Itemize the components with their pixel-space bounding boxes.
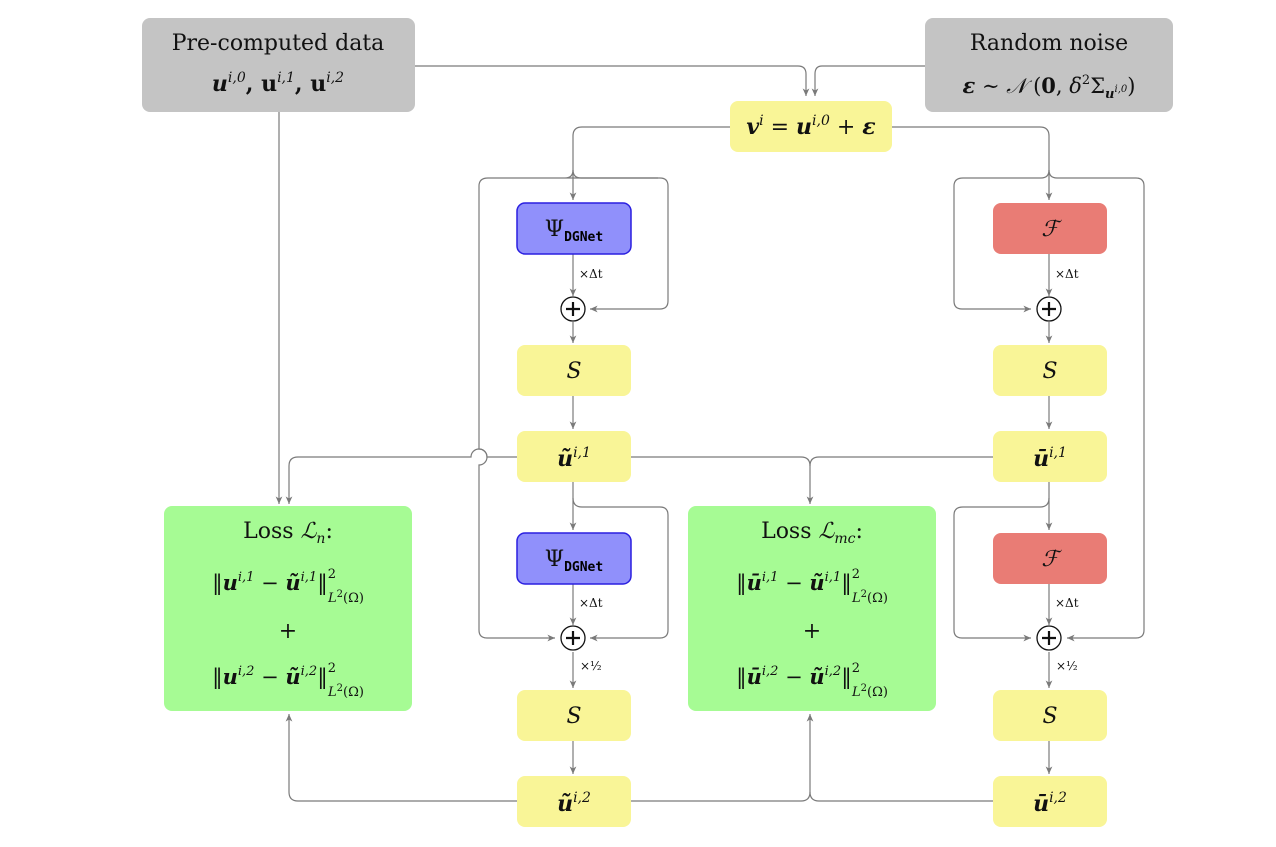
- loss-mc-plus: +: [803, 619, 821, 644]
- s-symbol: S: [1042, 704, 1057, 729]
- f-symbol: ℱ: [1041, 547, 1062, 572]
- edge-perturbed-to-left-branch: [569, 126, 730, 200]
- precomputed-title: Pre-computed data: [172, 31, 385, 56]
- edge-utilde1-to-loss-n: [285, 448, 517, 504]
- precomputed-data-node: Pre-computed data ui,0, ui,1, ui,2: [142, 18, 415, 112]
- edge-ubar2-to-loss-mc: [809, 791, 993, 802]
- edge-ubar1-skip-2: [953, 497, 1050, 642]
- times-half-label: ×½: [1056, 659, 1078, 673]
- loss-n-plus: +: [279, 619, 297, 644]
- u-bar-sup: i,2: [1049, 790, 1067, 806]
- loss-mc-title: Loss ℒmc:: [761, 519, 863, 547]
- dgnet-block-1: ΨDGNet: [516, 202, 632, 255]
- random-noise-node: Random noise ε ∼ 𝒩 (0, δ2Σui,0): [925, 18, 1173, 112]
- svg-text:ũi,1: ũi,1: [557, 445, 591, 472]
- u-tilde-base: ũ: [557, 446, 573, 472]
- dgnet-block-2: ΨDGNet: [516, 532, 632, 585]
- edge-utilde2-to-loss-mc: [630, 714, 814, 802]
- dgnet-subscript: DGNet: [564, 560, 603, 575]
- edge-utilde2-to-loss-n: [285, 714, 517, 802]
- s-block-left-1: S: [517, 345, 631, 396]
- svg-text:ūi,2: ūi,2: [1033, 790, 1067, 817]
- u-tilde-sup: i,1: [573, 445, 591, 461]
- u-tilde-base: ũ: [557, 791, 573, 817]
- u-bar-base: ū: [1033, 791, 1049, 817]
- svg-text:ũi,2: ũi,2: [557, 790, 591, 817]
- edge-ubar1-to-loss-mc: [809, 456, 993, 467]
- edge-precomputed-to-perturbed: [415, 65, 810, 96]
- dgnet-subscript: DGNet: [564, 230, 603, 245]
- sum-node-right-1: [1036, 296, 1062, 322]
- edge-utilde1-skip-2: [572, 497, 669, 642]
- edge-utilde1-to-loss-mc: [630, 456, 814, 504]
- f-block-2: ℱ: [993, 533, 1107, 584]
- edge-left-skip-1b: [572, 169, 669, 313]
- psi-symbol: Ψ: [545, 547, 564, 572]
- s-block-right-1: S: [993, 345, 1107, 396]
- s-symbol: S: [1042, 359, 1057, 384]
- times-half-label: ×½: [580, 659, 602, 673]
- edge-right-skip-1: [953, 169, 1050, 313]
- svg-text:ΨDGNet: ΨDGNet: [545, 217, 603, 245]
- u-tilde-1-node: ũi,1: [517, 431, 631, 482]
- noise-formula: ε ∼ 𝒩 (0, δ2Σui,0): [963, 73, 1136, 102]
- u-tilde-2-node: ũi,2: [517, 776, 631, 827]
- edge-left-skip-1: [564, 169, 658, 179]
- s-block-left-2: S: [517, 690, 631, 741]
- perturbed-input-node: vi = ui,0 + ε: [730, 101, 892, 152]
- u-tilde-sup: i,2: [573, 790, 591, 806]
- times-dt-label: ×Δt: [1055, 596, 1079, 610]
- u-bar-1-node: ūi,1: [993, 431, 1107, 482]
- sum-node-right-2: [1036, 625, 1062, 651]
- s-symbol: S: [566, 359, 581, 384]
- svg-text:ūi,1: ūi,1: [1033, 445, 1067, 472]
- noise-title: Random noise: [970, 31, 1128, 56]
- edge-right-skip-outer: [1048, 169, 1145, 642]
- loss-n-title: Loss nℒn:: [243, 519, 333, 547]
- edge-noise-to-perturbed: [811, 65, 925, 96]
- s-block-right-2: S: [993, 690, 1107, 741]
- f-symbol: ℱ: [1041, 217, 1062, 242]
- perturbed-formula: vi = ui,0 + ε: [746, 113, 875, 140]
- u-bar-sup: i,1: [1049, 445, 1067, 461]
- edges: [275, 65, 1145, 802]
- times-dt-label: ×Δt: [1055, 267, 1079, 281]
- sum-node-left-1: [560, 296, 586, 322]
- svg-text:ΨDGNet: ΨDGNet: [545, 547, 603, 575]
- precomputed-formula: ui,0, ui,1, ui,2: [212, 70, 344, 97]
- edge-perturbed-to-right-branch: [892, 126, 1053, 200]
- times-dt-label: ×Δt: [579, 596, 603, 610]
- u-bar-2-node: ūi,2: [993, 776, 1107, 827]
- times-dt-label: ×Δt: [579, 267, 603, 281]
- s-symbol: S: [566, 704, 581, 729]
- sum-node-left-2: [560, 625, 586, 651]
- psi-symbol: Ψ: [545, 217, 564, 242]
- f-block-1: ℱ: [993, 203, 1107, 254]
- loss-n-node: Loss nℒn: ‖ui,1 − ũi,1‖2L2(Ω) + ‖ui,2 − …: [164, 506, 412, 711]
- u-bar-base: ū: [1033, 446, 1049, 472]
